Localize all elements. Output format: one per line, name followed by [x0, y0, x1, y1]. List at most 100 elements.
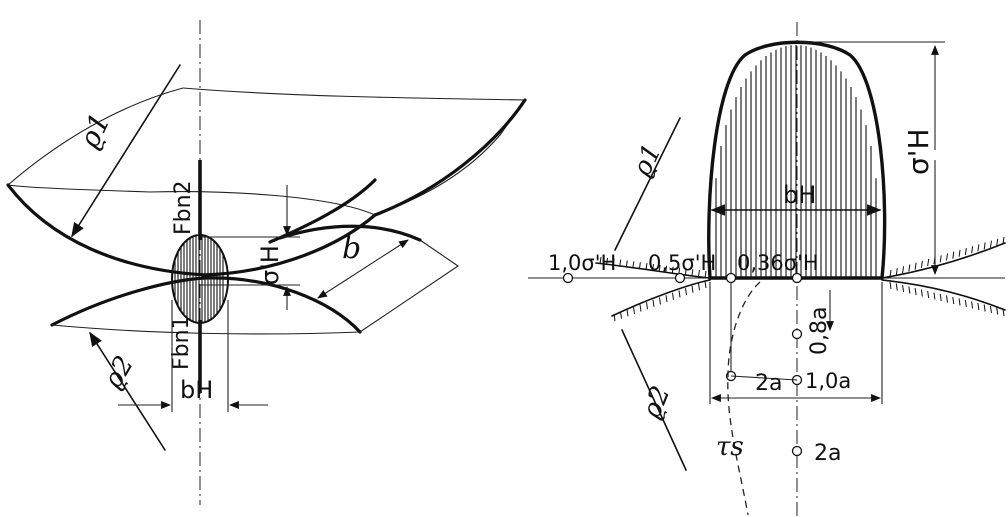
upper-surface-right: [881, 242, 1006, 279]
surface-tick: [902, 266, 905, 274]
surface-tick: [914, 287, 917, 296]
surface-tick: [620, 311, 622, 319]
right-rho1-line: [614, 117, 681, 251]
label-2a-depth: 2a: [814, 441, 841, 466]
surface-tick: [958, 249, 961, 257]
surface-tick: [652, 263, 654, 272]
left-rho1-label: ϱ1: [72, 108, 116, 153]
surface-tick: [977, 244, 980, 252]
surface-tick: [927, 258, 930, 267]
surface-tick: [638, 262, 641, 270]
surface-tick: [939, 293, 942, 302]
surface-tick: [685, 288, 687, 296]
surface-tick: [989, 305, 992, 314]
surface-tick: [1002, 236, 1005, 245]
label-0-36-sigma: 0,36σ'H: [737, 251, 819, 275]
surface-tick: [672, 292, 674, 300]
surface-tick: [920, 260, 923, 268]
surface-tick: [996, 307, 999, 315]
surface-tick: [652, 299, 655, 307]
surface-tick: [939, 255, 942, 263]
surface-tick: [908, 286, 911, 294]
surface-tick: [698, 283, 700, 291]
surface-tick: [625, 260, 628, 268]
surface-tick: [914, 262, 917, 270]
surface-tick: [684, 268, 687, 276]
surface-tick: [658, 264, 661, 272]
surface-tick: [704, 280, 707, 289]
surface-tick: [933, 292, 936, 300]
node-1-0-sigma: [562, 272, 574, 284]
surface-tick: [632, 261, 635, 269]
surface-tick: [977, 302, 980, 311]
surface-tick: [612, 258, 615, 266]
upper-cylinder-right-contour: [373, 98, 527, 217]
surface-tick: [626, 309, 629, 317]
tau-s-curve: [727, 281, 761, 516]
surface-tick: [895, 268, 898, 276]
upper-cylinder-outline: [7, 87, 527, 216]
surface-tick: [1002, 308, 1005, 317]
surface-tick: [619, 259, 622, 267]
left-sigma-h-label: σ'H: [256, 245, 284, 285]
surface-tick: [946, 253, 948, 261]
upper-surface-right-ticks: [889, 236, 1005, 278]
right-sigma-h-label: σ'H: [902, 129, 935, 176]
right-rho2-line: [621, 329, 687, 471]
surface-tick: [665, 265, 668, 273]
right-figure: σ'H bH ϱ1 ϱ2 1,0σ'H 0,5σ'H 0,36σ'H 0,8a …: [528, 22, 1006, 517]
surface-tick: [633, 306, 635, 314]
surface-tick: [599, 256, 602, 265]
rho1-radius-line: [71, 64, 181, 238]
surface-tick: [895, 283, 898, 291]
label-0-5-sigma: 0,5σ'H: [648, 251, 716, 275]
surface-tick: [996, 238, 999, 246]
surface-tick: [952, 296, 955, 305]
surface-tick: [691, 285, 694, 293]
surface-tick: [645, 263, 648, 271]
rho2-radius-line: [89, 331, 166, 451]
surface-tick: [946, 295, 948, 303]
surface-tick: [964, 247, 967, 256]
surface-tick: [665, 295, 668, 303]
surface-tick: [908, 264, 911, 272]
surface-tick: [646, 302, 648, 310]
lower-surface-right-ticks: [889, 281, 1005, 317]
left-rho2-label: ϱ2: [98, 351, 140, 394]
label-1-0a: 1,0a: [805, 369, 851, 393]
surface-tick: [889, 281, 892, 290]
surface-tick: [983, 304, 986, 312]
surface-tick: [989, 240, 992, 248]
upper-cylinder-left-edge: [7, 87, 184, 186]
surface-tick: [691, 269, 694, 277]
left-bh-label: bH: [180, 376, 213, 404]
lower-surface-left: [611, 279, 711, 317]
surface-tick: [889, 269, 892, 278]
lower-cylinder-back-contour: [278, 224, 422, 242]
label-0-8a: 0,8a: [807, 307, 832, 355]
label-2a-width: 2a: [755, 371, 782, 396]
stress-hatching: [715, 45, 877, 278]
right-rho2-label: ϱ2: [637, 382, 677, 423]
node-0-36-sigma: [725, 272, 737, 284]
surface-tick: [983, 242, 986, 250]
node-center: [791, 272, 803, 284]
lower-cylinder-front-contour: [50, 276, 362, 334]
guide-1-0a: [730, 375, 798, 381]
surface-tick: [952, 251, 955, 259]
surface-tick: [697, 270, 700, 278]
node-0-8a: [791, 328, 803, 340]
fbn2-label: Fbn2: [171, 180, 196, 235]
surface-tick: [606, 257, 609, 265]
right-rho1-label: ϱ1: [627, 139, 668, 181]
node-0-5-sigma: [674, 272, 686, 284]
upper-surface-left: [595, 262, 711, 279]
left-width-b-label: b: [342, 231, 361, 266]
label-tau-s: τs: [716, 432, 744, 462]
surface-tick: [920, 289, 923, 297]
surface-tick: [971, 301, 974, 309]
lower-surface-left-ticks: [613, 280, 707, 322]
surface-tick: [671, 266, 674, 274]
surface-tick: [958, 298, 961, 306]
lower-cylinder-outline: [51, 239, 459, 335]
